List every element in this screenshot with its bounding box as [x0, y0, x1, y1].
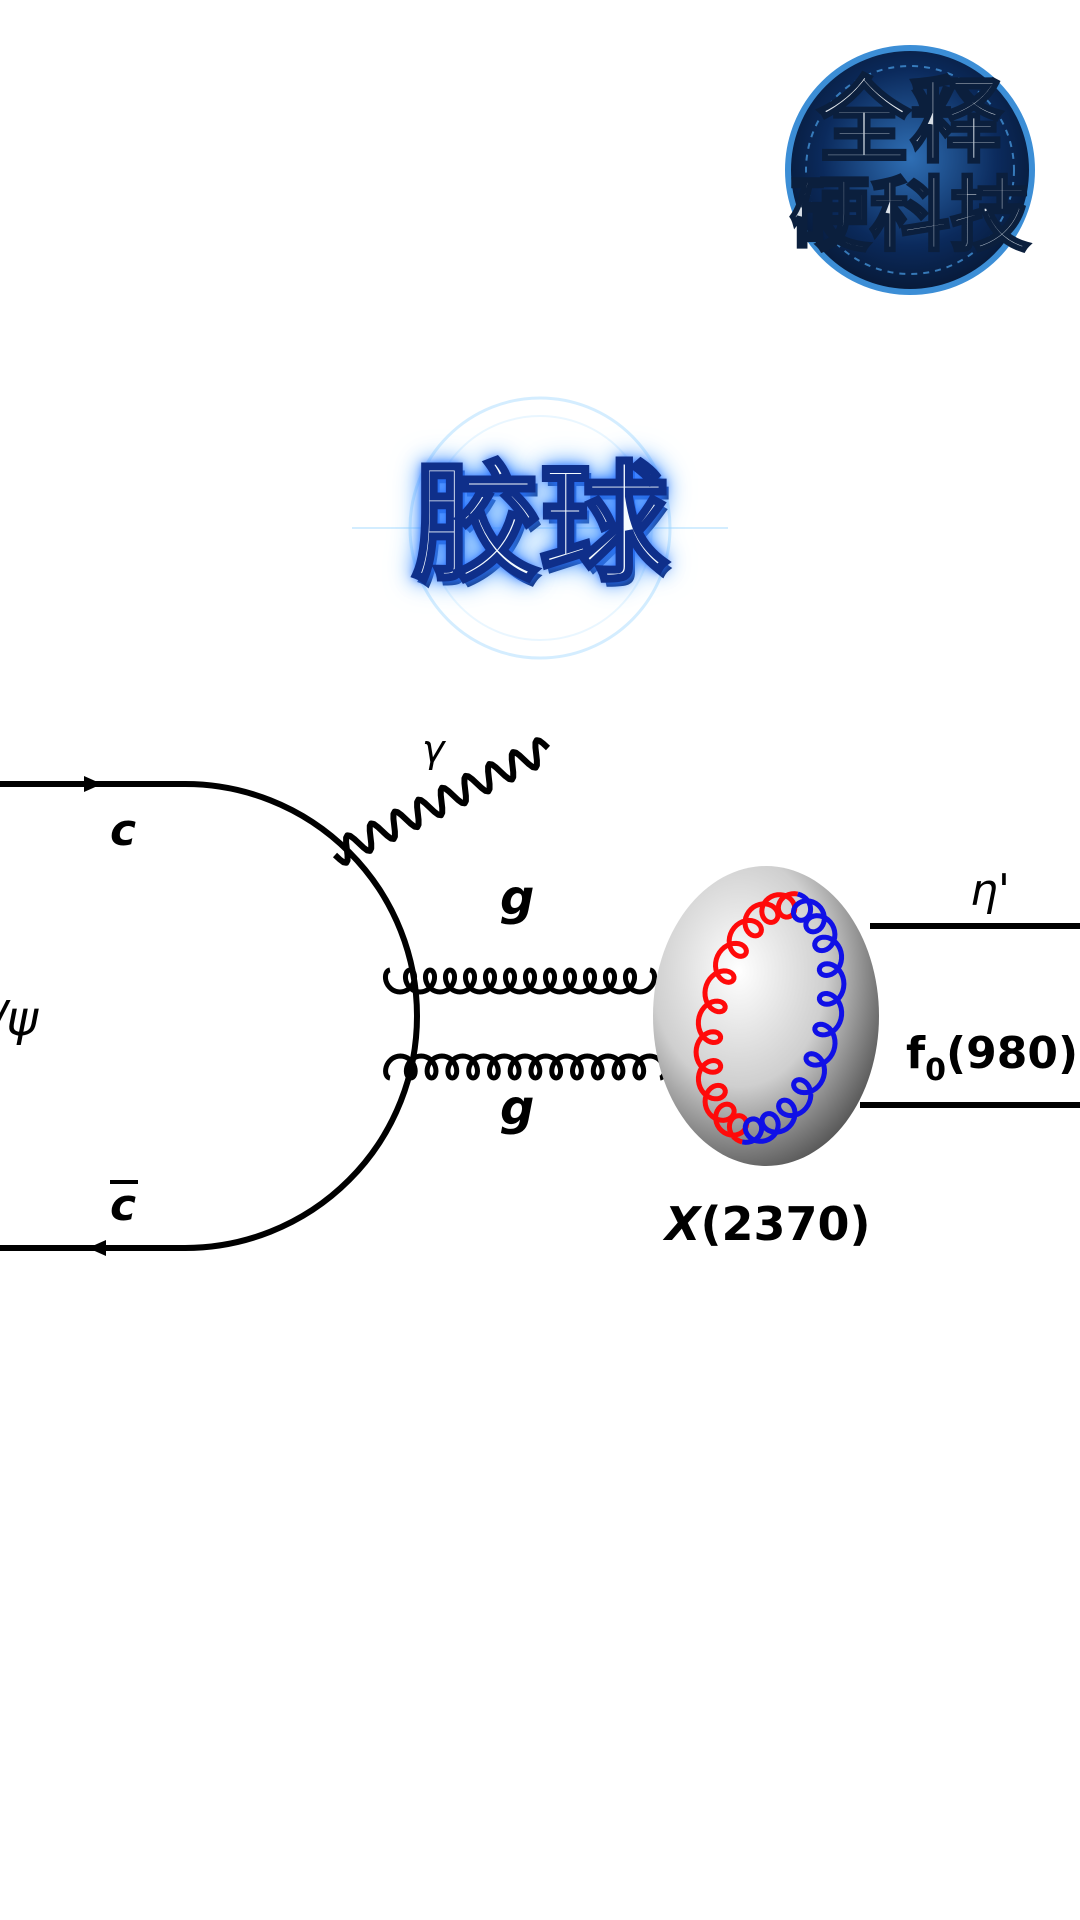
logo-line2: 硬科技 [790, 169, 1030, 262]
gluon-loop-blue [741, 891, 847, 1145]
quark-arrow-bottom [88, 1240, 106, 1256]
label-x2370: X(2370) [662, 1197, 871, 1251]
label-f0: f0(980) [906, 1028, 1078, 1088]
label-photon: γ [422, 727, 447, 771]
page-title: 胶球 [410, 448, 670, 601]
quark-line [0, 781, 420, 1251]
label-gluon-top: g [500, 870, 534, 926]
gluon-line-top [382, 967, 658, 995]
logo-badge [785, 45, 1035, 295]
label-charm-quark: c [110, 805, 136, 856]
logo-ring [805, 65, 1015, 275]
label-jpsi: J/ψ [0, 991, 39, 1047]
label-eta-prime: η' [970, 865, 1010, 916]
label-anti-charm-quark: c [110, 1180, 136, 1231]
gluon-line-bottom [383, 1053, 667, 1081]
title-glow-rings [352, 396, 728, 660]
label-gluon-bottom: g [500, 1080, 534, 1136]
quark-arrow-top [84, 776, 102, 792]
glueball-blob [653, 866, 879, 1166]
logo-line1: 全释 [817, 68, 1003, 175]
gluon-loop-red [693, 891, 799, 1145]
feynman-diagram: c c J/ψ γ g g η' f0(980) X(2370) [0, 727, 1080, 1256]
photon-line [332, 737, 551, 866]
logo: 全释 硬科技 [785, 45, 1035, 295]
title-block: 胶球 [340, 380, 740, 680]
